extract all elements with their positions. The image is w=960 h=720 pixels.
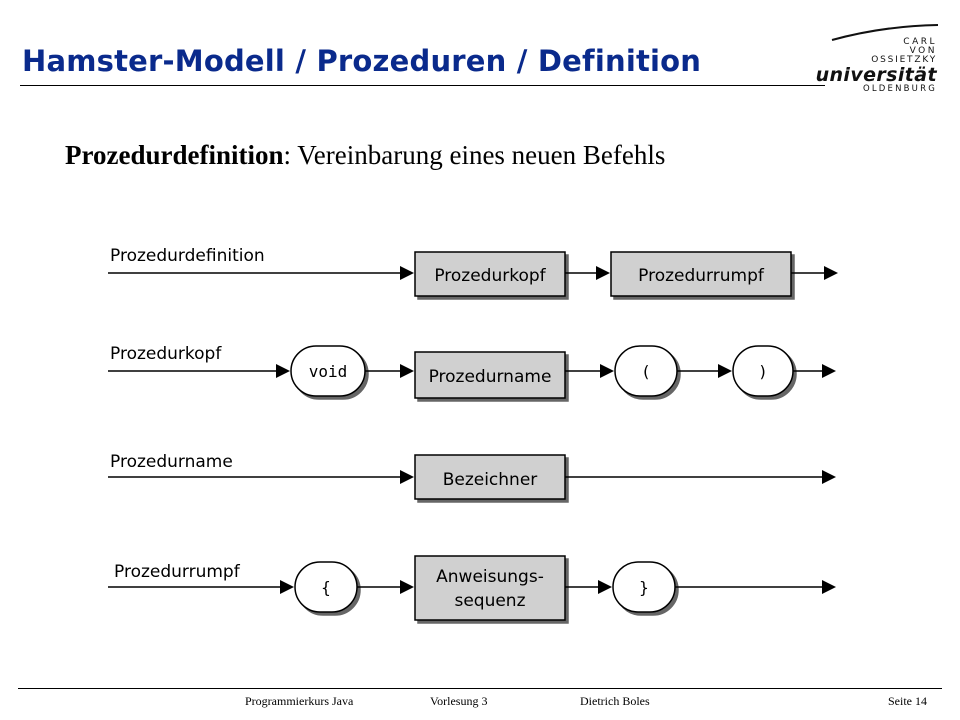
footer-course: Programmierkurs Java [245,694,354,708]
nonterminal-label-line: sequenz [454,591,525,611]
arrow-right-icon [400,470,414,484]
rule-name: Prozedurkopf [110,344,222,364]
rule-prozedurrumpf: Prozedurrumpf { Anweisungs-sequenz } [108,555,836,621]
subtitle-rest: : Vereinbarung eines neuen Befehls [283,140,666,170]
nonterminal-box [414,351,566,399]
nonterminal-label: Prozedurrumpf [638,266,765,286]
nonterminal-box [414,454,566,500]
slide-subtitle: Prozedurdefinition: Vereinbarung eines n… [65,140,665,171]
terminal-label: { [321,578,331,597]
arrow-right-icon [400,364,414,378]
rule-name: Prozedurdefinition [110,246,265,266]
terminal-label: void [309,362,348,381]
terminal-label: ) [758,362,768,381]
arrow-right-icon [718,364,732,378]
logo-line-universitaet: universität [815,64,937,86]
arrow-right-icon [600,364,614,378]
arrow-right-icon [822,364,836,378]
nonterminal-label: Prozedurkopf [434,266,546,286]
rule-name: Prozedurname [110,452,233,472]
nonterminal-label: Prozedurname [429,367,552,387]
nonterminal-box [414,555,566,621]
arrow-right-icon [280,580,294,594]
page-title: Hamster-Modell / Prozeduren / Definition [22,44,702,78]
rule-name: Prozedurrumpf [114,562,241,582]
footer-author: Dietrich Boles [580,694,650,708]
arrow-right-icon [822,580,836,594]
logo-line-oldenburg: OLDENBURG [862,84,937,94]
rule-prozedurkopf: Prozedurkopf void Prozedurname ( ) [108,344,836,399]
footer-divider [18,688,942,689]
logo-line-von: VON [909,46,937,56]
nonterminal-label-line: Anweisungs- [436,567,544,587]
nonterminal-box [414,251,566,297]
logo-line-ossietzky: OSSIETZKY [871,55,937,65]
arrow-right-icon [400,266,414,280]
rule-prozedurname: Prozedurname Bezeichner [108,452,836,500]
logo-line-carl: CARL [903,37,937,47]
arrow-right-icon [596,266,610,280]
arrow-right-icon [824,266,838,280]
terminal-label: ( [641,362,651,381]
footer-page-number: Seite 14 [888,694,927,708]
arrow-right-icon [598,580,612,594]
arrow-right-icon [822,470,836,484]
nonterminal-label: Bezeichner [443,470,538,490]
nonterminal-label: Anweisungs-sequenz [436,567,544,611]
footer-lecture: Vorlesung 3 [430,694,488,708]
logo-swoosh-icon [831,24,939,41]
arrow-right-icon [400,580,414,594]
arrow-right-icon [276,364,290,378]
terminal-label: } [639,578,649,597]
header-divider [20,85,825,86]
subtitle-term: Prozedurdefinition [65,140,284,170]
nonterminal-box [610,251,792,297]
university-logo: CARL VON OSSIETZKY universität OLDENBURG [816,22,943,97]
rule-prozedurdefinition: Prozedurdefinition Prozedurkopf Prozedur… [108,246,838,297]
